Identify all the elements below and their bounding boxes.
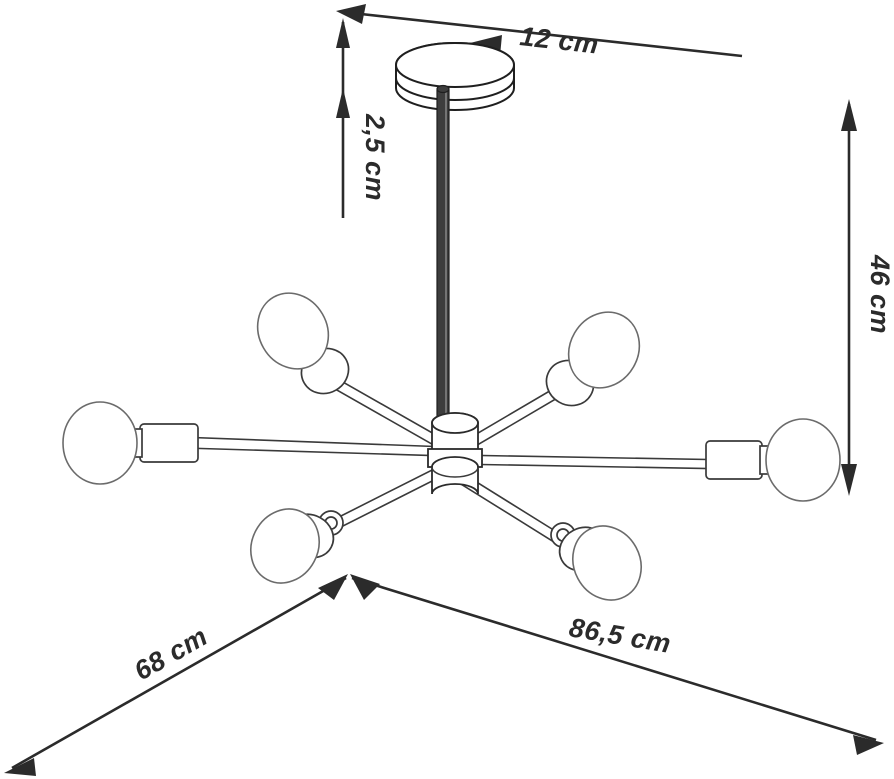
canopy-top-ellipse	[395, 42, 515, 88]
arrowhead-top-46cm	[841, 99, 857, 131]
drop-rod	[436, 84, 450, 425]
bulb-glass-right	[765, 418, 841, 502]
hub-lower-cylinder	[431, 456, 479, 495]
dimension-label-25cm: 2,5 cm	[360, 113, 390, 201]
arrowhead-mid-25cm	[336, 88, 350, 118]
dimension-label-46cm: 46 cm	[865, 254, 894, 334]
arm-right	[451, 454, 737, 470]
arrowhead-apex-68cm	[318, 574, 348, 600]
bulb-upper-right	[545, 311, 641, 407]
dimension-label-865cm: 86,5 cm	[567, 612, 673, 659]
socket-right	[705, 440, 763, 480]
dimension-depth: 68 cm	[4, 574, 348, 776]
hub-lower-rim	[431, 466, 479, 478]
dimension-canopy-height: 2,5 cm	[336, 18, 390, 218]
dimension-line-865cm	[351, 576, 877, 742]
bulb-glass-lower-right	[572, 525, 642, 601]
stem-top-cap	[436, 84, 450, 94]
stem-rod	[436, 87, 450, 425]
arrowhead-bottom-46cm	[841, 464, 857, 496]
socket-left	[139, 423, 199, 463]
bulb-glass-upper-right	[567, 311, 641, 389]
arrowhead-outer-865cm	[853, 735, 884, 755]
bulb-left	[62, 401, 199, 485]
bulb-glass-upper-left	[256, 292, 330, 370]
bulb-right	[705, 418, 841, 502]
bulb-lower-right	[550, 522, 642, 601]
hub-upper-top-ellipse	[431, 412, 479, 434]
central-hub	[427, 412, 483, 495]
bulb-glass-left	[62, 401, 138, 485]
dimension-line-12cm	[351, 11, 743, 58]
arrowhead-left-12cm	[336, 4, 366, 24]
dimension-width: 86,5 cm	[350, 574, 884, 755]
dimension-label-12cm: 12 cm	[518, 21, 600, 59]
dimension-total-height: 46 cm	[841, 99, 894, 496]
bulb-upper-left	[256, 292, 350, 395]
bulb-glass-lower-left	[250, 508, 320, 584]
ceiling-canopy	[395, 42, 515, 111]
arrowhead-top-25cm	[336, 18, 350, 48]
canopy-inner-rim	[395, 77, 515, 101]
dimension-canopy-diameter: 12 cm	[336, 4, 743, 60]
dimension-line-68cm	[11, 576, 347, 770]
arrowhead-outer-68cm	[4, 758, 36, 776]
bulb-lower-left	[250, 508, 344, 584]
arrowhead-apex-865cm	[350, 574, 380, 600]
